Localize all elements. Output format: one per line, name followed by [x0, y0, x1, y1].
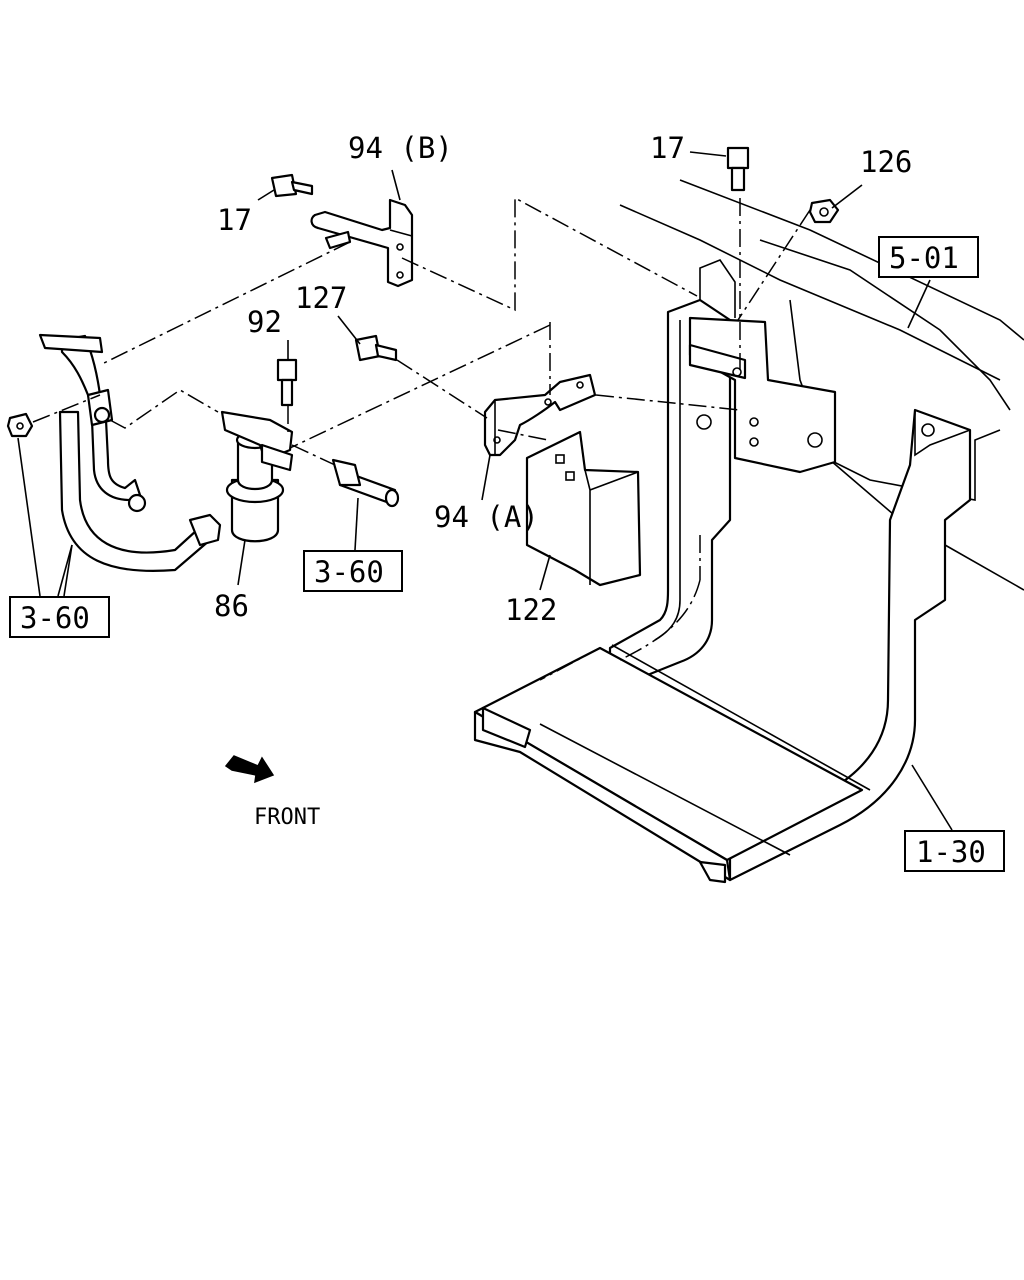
label-front: FRONT: [254, 805, 320, 830]
bolt-17-top: [726, 146, 750, 192]
label-3-60-left: 3-60: [20, 601, 90, 635]
bolt-17-bracket: [324, 230, 352, 250]
label-92: 92: [247, 305, 282, 339]
leader-lines: [17, 151, 953, 831]
bolt-127: [354, 334, 398, 362]
bolt-92: [276, 358, 298, 407]
nut-126: [808, 198, 840, 224]
filter-86: [220, 410, 294, 543]
label-94b: 94 (B): [348, 131, 453, 165]
label-86: 86: [214, 589, 249, 623]
front-arrow-icon: [224, 755, 275, 784]
bracket-94a: [483, 373, 597, 457]
label-5-01: 5-01: [889, 241, 959, 275]
hoses-3-60: [38, 333, 400, 572]
battery-carrier-1-30: [473, 259, 972, 884]
frame-rail: [619, 179, 1024, 611]
ref-box-1-30: [904, 830, 1005, 872]
label-127: 127: [295, 281, 347, 315]
ref-box-3-60-left: [9, 596, 110, 638]
ref-box-5-01: [878, 236, 979, 278]
label-1-30: 1-30: [916, 835, 986, 869]
cover-122: [525, 430, 642, 587]
label-94a: 94 (A): [434, 500, 539, 534]
label-126: 126: [860, 145, 912, 179]
bolt-17-left: [270, 173, 314, 198]
assembly-lines: [32, 196, 811, 681]
label-17-left: 17: [217, 203, 252, 237]
label-3-60-mid: 3-60: [314, 555, 384, 589]
label-17-top: 17: [650, 131, 685, 165]
bracket-94b: [310, 198, 414, 288]
nut-left: [6, 412, 34, 438]
ref-box-3-60-mid: [303, 550, 403, 592]
label-122: 122: [505, 593, 557, 627]
